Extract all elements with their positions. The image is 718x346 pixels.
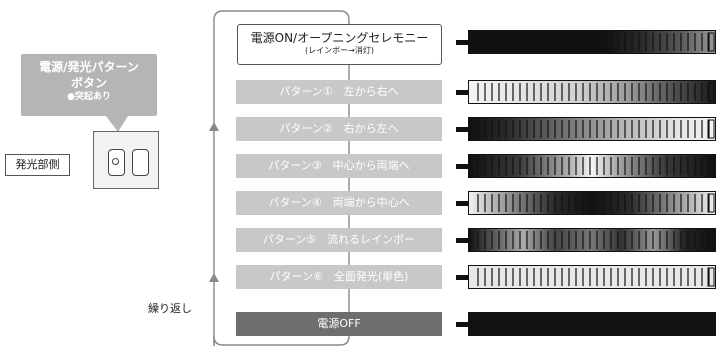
strip-pattern-4 bbox=[468, 191, 716, 215]
pattern-3-box: パターン③ 中心から両端へ bbox=[236, 154, 442, 178]
callout-title-line1: 電源/発光パターン bbox=[39, 60, 139, 74]
strip-end-cap bbox=[707, 119, 715, 139]
connector bbox=[456, 201, 470, 206]
connector bbox=[456, 164, 470, 169]
callout-title-line2: ボタン bbox=[70, 76, 107, 90]
strip-pattern-6 bbox=[468, 265, 716, 289]
strip-pattern-3 bbox=[468, 154, 716, 178]
strip-end-cap bbox=[707, 193, 715, 213]
connector bbox=[456, 127, 470, 132]
pattern-1-box: パターン① 左から右へ bbox=[236, 80, 442, 104]
strip-pattern-2 bbox=[468, 117, 716, 141]
power-pattern-button[interactable] bbox=[108, 149, 125, 176]
up-arrow-icon bbox=[209, 273, 219, 282]
strip-pattern-5 bbox=[468, 228, 716, 252]
power-on-title: 電源ON/オープニングセレモニー bbox=[250, 31, 429, 45]
strip-power-on bbox=[468, 30, 716, 54]
protrusion-dot-icon bbox=[112, 158, 119, 165]
strip-end-cap bbox=[707, 267, 715, 287]
second-button[interactable] bbox=[132, 149, 149, 176]
connector bbox=[456, 90, 470, 95]
up-arrow-icon bbox=[209, 122, 219, 131]
pattern-5-box: パターン⑤ 流れるレインボー bbox=[236, 228, 442, 252]
power-on-subtitle: (レインボー→消灯) bbox=[305, 46, 374, 55]
strip-end-cap bbox=[707, 32, 715, 52]
strip-end-cap bbox=[707, 230, 715, 250]
strip-end-cap bbox=[707, 156, 715, 176]
pattern-6-box: パターン⑥ 全面発光(単色) bbox=[236, 265, 442, 289]
strip-end-cap bbox=[707, 82, 715, 102]
connector bbox=[456, 322, 470, 327]
pattern-2-box: パターン② 右から左へ bbox=[236, 117, 442, 141]
repeat-label: 繰り返し bbox=[148, 302, 192, 315]
strip-power-off bbox=[468, 312, 716, 336]
button-callout: 電源/発光パターン ボタン ●突起あり bbox=[21, 54, 157, 116]
callout-note: ●突起あり bbox=[67, 92, 111, 102]
strip-pattern-1 bbox=[468, 80, 716, 104]
power-on-box: 電源ON/オープニングセレモニー (レインボー→消灯) bbox=[237, 24, 442, 65]
pattern-4-box: パターン④ 両端から中心へ bbox=[236, 191, 442, 215]
connector bbox=[456, 238, 470, 243]
connector bbox=[456, 275, 470, 280]
power-off-box: 電源OFF bbox=[236, 312, 442, 336]
light-part-label: 発光部側 bbox=[5, 154, 70, 176]
connector bbox=[456, 40, 470, 45]
